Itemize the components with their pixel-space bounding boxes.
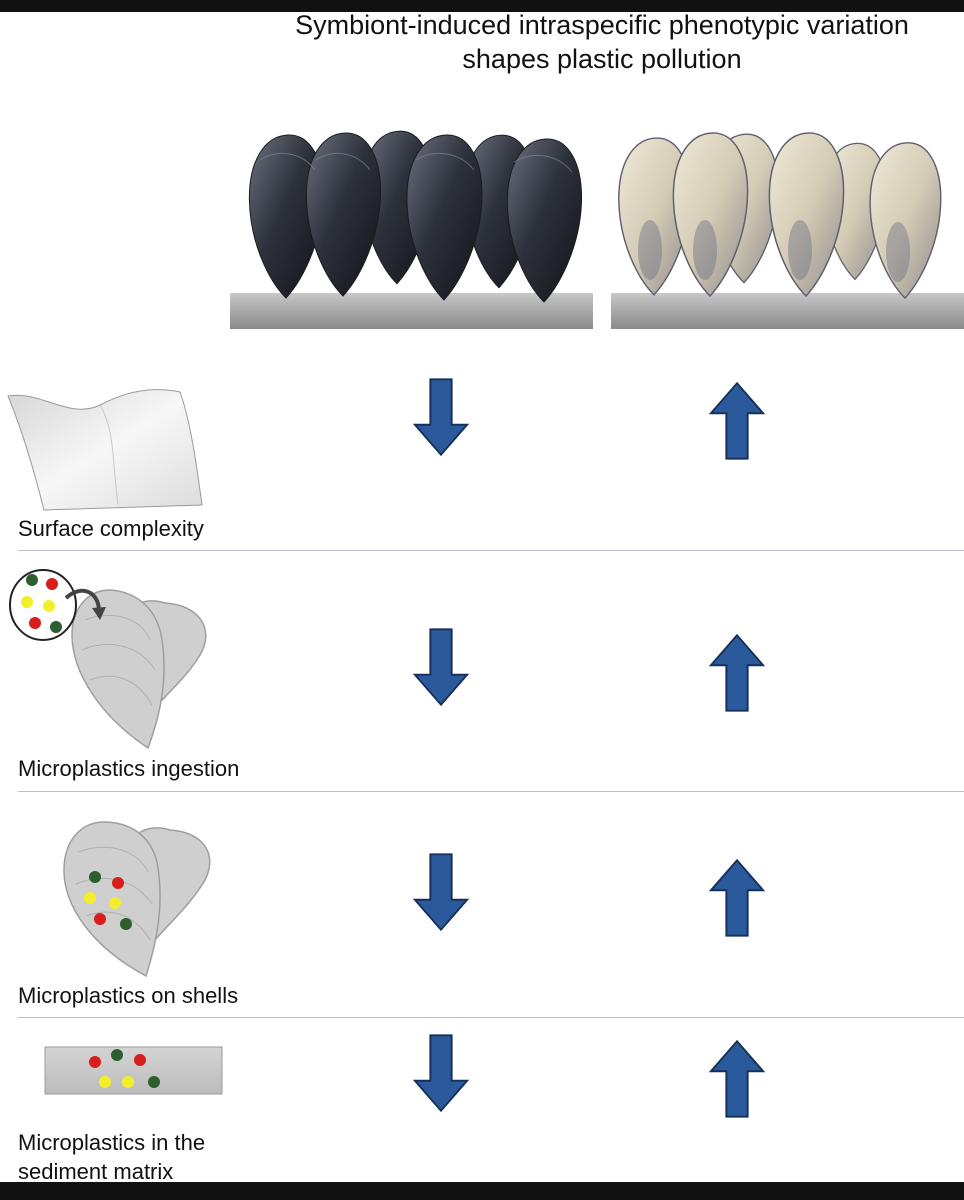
mussel-shell-particles-icon [63,821,211,978]
bottom-border [0,1182,964,1200]
figure-title-line-2: shapes plastic pollution [462,44,742,74]
decrease-arrow-icon-ingestion [413,628,469,706]
increase-arrow-icon-surface [709,382,765,460]
row-label-microplastics-ingestion: Microplastics ingestion [18,756,240,781]
increase-arrow-icon-shells [709,859,765,937]
decrease-arrow-icon-shells [413,853,469,931]
row-divider [18,1017,964,1018]
row-label-sediment-line-1: Microplastics in the [18,1130,206,1155]
pale-encrusted-mussels-icon [611,132,964,329]
mussel-ingestion-icon [9,569,207,750]
figure-title-line-1: Symbiont-induced intraspecific phenotypi… [295,10,909,40]
increase-arrow-icon-sediment [709,1040,765,1118]
row-divider [18,550,964,551]
row-label-sediment-line-2: sediment matrix [18,1159,174,1184]
dark-mussels-icon [230,130,593,329]
row-divider [18,791,964,792]
increase-arrow-icon-ingestion [709,634,765,712]
row-label-microplastics-on-shells: Microplastics on shells [18,983,239,1008]
sediment-slab-icon [44,1046,223,1095]
decrease-arrow-icon-surface [413,378,469,456]
decrease-arrow-icon-sediment [413,1034,469,1112]
top-border [0,0,964,12]
curved-surface-icon [7,389,203,511]
row-label-surface-complexity: Surface complexity [18,516,204,541]
